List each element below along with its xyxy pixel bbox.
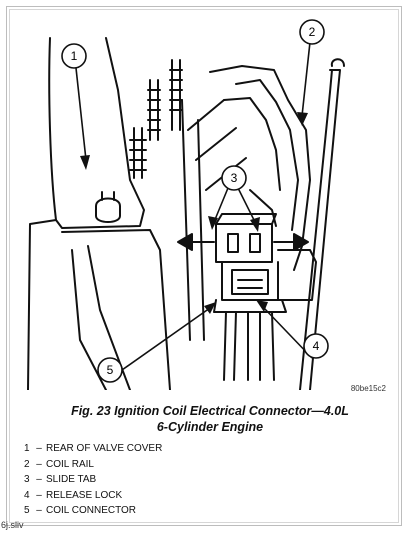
legend-number: 1 [24, 443, 30, 454]
legend-label: COIL CONNECTOR [46, 505, 137, 516]
legend-number: 2 [24, 458, 30, 470]
legend-dash: – [36, 474, 42, 485]
legend-item: 1–REAR OF VALVE COVER [24, 441, 162, 457]
svg-text:5: 5 [107, 363, 114, 377]
legend-number: 3 [24, 474, 30, 485]
legend-label: COIL RAIL [46, 458, 94, 470]
legend: 1–REAR OF VALVE COVER 2–COIL RAIL 3–SLID… [24, 441, 162, 519]
caption-line-1: Fig. 23 Ignition Coil Electrical Connect… [71, 404, 349, 418]
legend-label: REAR OF VALVE COVER [46, 443, 163, 454]
figure-inner-frame [9, 9, 399, 523]
callout-4: 4 [303, 333, 329, 359]
callout-5: 5 [97, 357, 123, 383]
legend-label: SLIDE TAB [46, 474, 97, 485]
coil-connector [213, 213, 317, 381]
legend-item: 4–RELEASE LOCK [24, 488, 162, 504]
callout-1: 1 [61, 43, 87, 69]
legend-number: 5 [24, 505, 30, 516]
legend-dash: – [36, 443, 42, 454]
callout-3: 3 [221, 165, 247, 191]
legend-item: 5–COIL CONNECTOR [24, 503, 162, 519]
legend-dash: – [36, 505, 42, 516]
svg-text:2: 2 [309, 25, 316, 39]
valve-cover [48, 37, 145, 229]
figure-code: 80be15c2 [350, 384, 386, 393]
caption-line-2: 6-Cylinder Engine [156, 420, 264, 434]
coil-rail [209, 65, 311, 271]
footer-text: 6j.sliv [1, 520, 24, 530]
legend-label: RELEASE LOCK [46, 489, 123, 501]
svg-text:1: 1 [71, 49, 78, 63]
legend-dash: – [36, 489, 42, 501]
legend-item: 2–COIL RAIL [24, 457, 162, 473]
svg-text:4: 4 [313, 339, 320, 353]
callout-2: 2 [299, 19, 325, 45]
bolts [95, 59, 183, 223]
legend-dash: – [36, 458, 42, 470]
connector-illustration: 1 2 3 4 5 [27, 19, 345, 390]
dipstick-rod [299, 69, 341, 390]
legend-number: 4 [24, 489, 30, 501]
legend-item: 3–SLIDE TAB [24, 472, 162, 488]
figure-frame [6, 6, 402, 526]
svg-text:3: 3 [231, 171, 238, 185]
